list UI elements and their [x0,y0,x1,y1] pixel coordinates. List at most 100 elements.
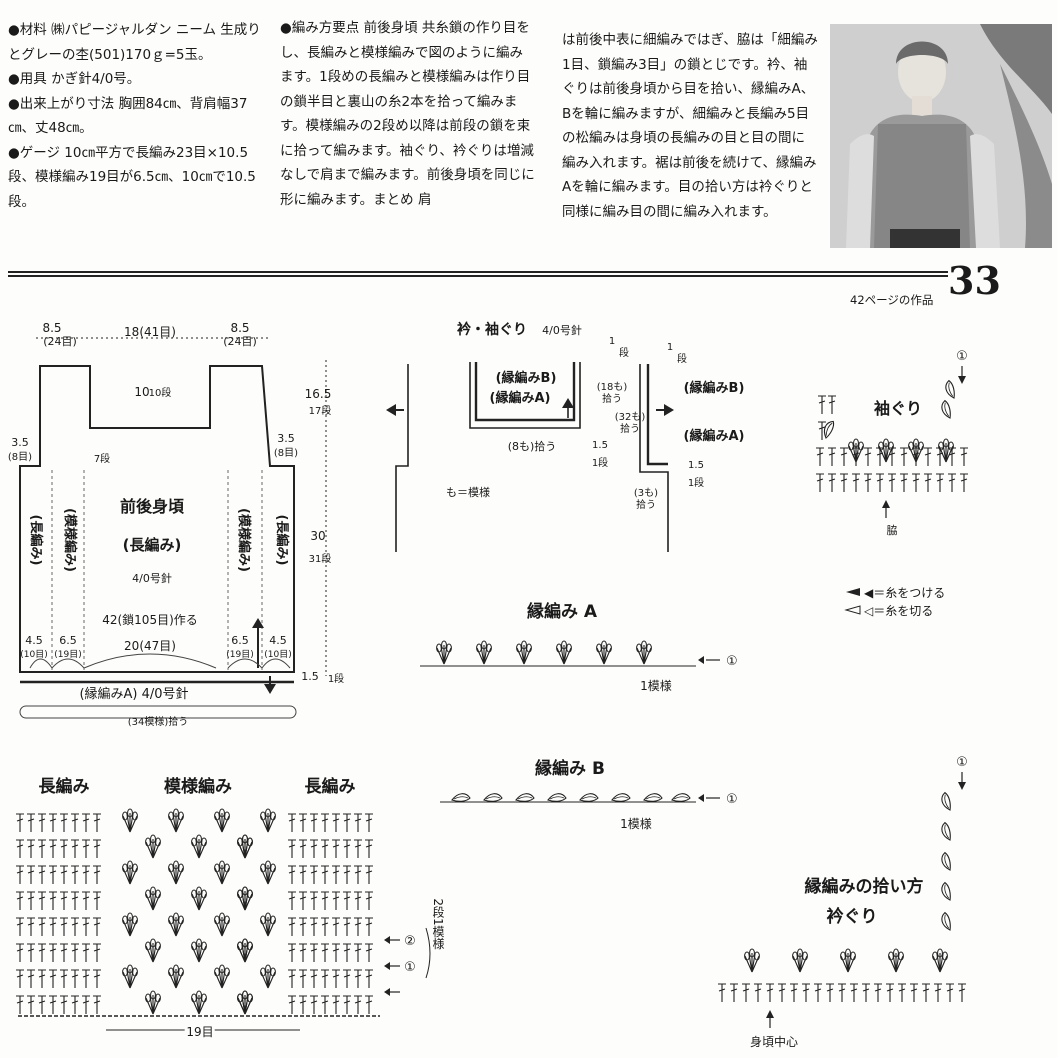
hem-edging-label: (縁編みA) 4/0号針 [79,686,188,702]
chart-pattern: 模様編み [164,776,232,797]
model-photo-illustration [830,24,1052,248]
pickup-center: 身頃中心 [750,1034,798,1049]
instructions-text-1: ●編み方要点 前後身頃 共糸鎖の作り目をし、長編みと模様編みで図のように編みます… [280,20,535,208]
armhole-edgeB-label: (縁編みB) [684,380,745,396]
bottom-seg-2-stitches: (19目) [54,649,81,660]
edging-b-chart: 縁編み B ① 1模様 [440,758,738,831]
body-subtitle: (長編み) [123,536,182,554]
materials-column: ●材料 ㈱パピージャルダン ニーム 生成りとグレーの杢(501)170ｇ=5玉。… [8,18,270,214]
edging-a-unit: 1模様 [640,679,672,693]
neck-edgeB-label: (縁編みB) [496,370,557,386]
armhole-right-stitches: (8目) [274,448,298,459]
armhole-height: 16.5 [305,387,332,401]
neck-edge-b-rows: 1段 [688,476,704,489]
edge-rows: 1段 [328,672,344,685]
neck-armhole-schematic: 衿・袖ぐり 4/0号針 (縁編みB) (縁編みA) (18も) 拾う (32も)… [386,321,744,552]
pickup-32: (32も) [615,411,646,423]
top-right-stitches: (24目) [223,335,257,348]
bottom-seg-2: 6.5 [59,634,77,647]
neck-height-a-rows: 段 [619,346,629,359]
neck-height-a: 1 [609,336,615,347]
bottom-seg-1: 4.5 [25,634,43,647]
pickup-8: (8も)拾う [508,439,557,453]
pattern-left: (模様編み) [62,508,78,572]
neck-edgeA-label: (縁編みA) [490,390,551,406]
pickup-subtitle: 衿ぐり [827,906,878,927]
foundation-chain: 42(鎖105目)作る [102,612,198,627]
pickup-mark: ① [956,755,968,770]
legend: ◀＝糸をつける ◁＝糸を切る [844,586,945,618]
instructions-text-2: は前後中表に細編みではぎ、脇は「細編み1目、鎖編み3目」の鎖とじです。衿、袖ぐり… [562,32,818,220]
legend-cut: ◁＝糸を切る [863,604,933,618]
top-left-width: 8.5 [42,321,61,335]
chart-row2-mark: ② [404,934,416,949]
gauge-line: ●ゲージ 10㎝平方で長編み23目×10.5段、模様編み19目が6.5㎝、10㎝… [8,144,256,210]
edging-b-title: 縁編み B [535,758,605,779]
instructions-column-2: は前後中表に細編みではぎ、脇は「細編み1目、鎖編み3目」の鎖とじです。衿、袖ぐり… [562,28,818,224]
bottom-seg-4: 6.5 [231,634,249,647]
page-number: 33 [948,258,1001,303]
top-left-stitches: (24目) [43,335,77,348]
body-needle: 4/0号針 [132,571,172,585]
pickup-3: (3も) [634,487,658,499]
pickup-32-note: 拾う [620,422,640,435]
armhole-rows: 17段 [309,404,332,417]
neck-title: 衿・袖ぐり [457,321,527,338]
pickup-18: (18も) [597,381,628,393]
pickup-3-note: 拾う [636,498,656,511]
pattern-right: (模様編み) [236,508,252,572]
neck-width: 18(41目) [124,325,176,339]
page-reference: 42ページの作品 [850,293,934,307]
chart-row1-mark: ① [404,960,416,975]
pickup-title: 縁編みの拾い方 [805,876,924,897]
neck-needle: 4/0号針 [542,323,582,337]
neck-edge-b: 1.5 [688,460,704,471]
bottom-seg-5: 4.5 [269,634,287,647]
neck-depth-rows: 10段 [149,386,172,399]
neck-edge-a-rows: 1段 [592,456,608,469]
body-title: 前後身頃 [120,497,185,516]
edging-a-mark: ① [726,654,738,669]
armhole-chart: 袖ぐり ① 脇 [815,349,969,537]
bottom-seg-5-stitches: (10目) [264,649,291,660]
neck-height-b: 1 [667,342,673,353]
chart-repeat: 2段1模様 [431,898,445,949]
armhole-chart-side: 脇 [887,524,898,537]
pickup-chart: 縁編みの拾い方 衿ぐり ① 身頃中心 [717,755,968,1049]
tools-line: ●用具 かぎ針4/0号。 [8,71,141,87]
pattern-note: も＝模様 [446,485,490,499]
hem-pickup: (34模様)拾う [128,715,189,728]
armhole-left-stitches: (8目) [8,452,32,463]
body-schematic: 8.5 (24目) 18(41目) 8.5 (24目) 10 10段 16.5 … [8,321,344,728]
armhole-right-width: 3.5 [277,432,295,445]
long-stitch-left: (長編み) [28,515,44,566]
chart-rows [15,808,380,1017]
edging-b-unit: 1模様 [620,817,652,831]
top-right-width: 8.5 [230,321,249,335]
body-rows: 31段 [309,552,332,565]
armhole-chart-title: 袖ぐり [874,399,922,418]
neck-depth: 10 [134,385,149,399]
stitch-chart: 長編み 模様編み 長編み ② ① 2段1模様 19目 [15,776,445,1042]
armhole-edgeA-label: (縁編みA) [684,428,745,444]
chart-long-left: 長編み [39,776,90,797]
chart-long-right: 長編み [305,776,356,797]
edging-a-title: 縁編み A [527,601,598,622]
armhole-left-width: 3.5 [11,436,29,449]
armhole-chart-mark: ① [956,349,968,364]
size-line: ●出来上がり寸法 胸囲84㎝、背肩幅37㎝、丈48㎝。 [8,95,248,137]
bottom-seg-1-stitches: (10目) [20,649,47,660]
body-height: 30 [310,529,325,543]
chart-count: 19目 [186,1025,213,1039]
legend-attach: ◀＝糸をつける [864,586,945,600]
edging-a-chart: 縁編み A ① 1模様 [420,601,738,693]
model-photo [830,24,1052,248]
materials-line: ●材料 ㈱パピージャルダン ニーム 生成りとグレーの杢(501)170ｇ=5玉。 [8,22,261,63]
long-stitch-right: (長編み) [274,515,290,566]
edge-height: 1.5 [301,670,319,683]
edging-b-mark: ① [726,792,738,807]
pickup-18-note: 拾う [602,392,622,405]
bottom-seg-4-stitches: (19目) [226,649,253,660]
step-rows: 7段 [94,452,110,465]
